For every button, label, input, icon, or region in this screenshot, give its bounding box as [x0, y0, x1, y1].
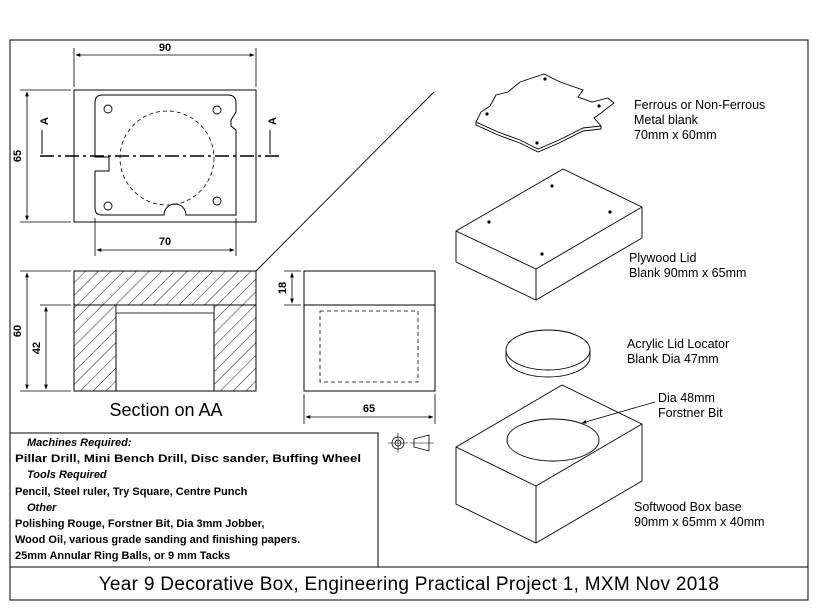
- side-view: 18 65: [277, 270, 436, 424]
- section-view: 60 42 Section on AA: [12, 270, 257, 420]
- part-label-line: Metal blank: [634, 113, 699, 127]
- part-label-line: Forstner Bit: [658, 406, 723, 420]
- forstner-hole-hidden: [119, 110, 215, 206]
- part-label-line: Ferrous or Non-Ferrous: [634, 98, 765, 112]
- leader-line: [581, 401, 656, 424]
- tack-hole: [103, 104, 113, 114]
- section-cavity: [115, 304, 215, 392]
- other-line: Wood Oil, various grade sanding and fini…: [15, 534, 300, 546]
- part-label-line: 70mm x 60mm: [634, 128, 717, 142]
- dim-plan-width: 90: [159, 42, 171, 54]
- forstner-recess: [506, 418, 600, 462]
- part-label-line: Blank 90mm x 65mm: [629, 266, 746, 280]
- dim-plan-height: 65: [12, 150, 24, 162]
- tools-list: Pencil, Steel ruler, Try Square, Centre …: [15, 486, 248, 498]
- materials-box: [9, 432, 379, 568]
- section-caption: Section on AA: [109, 400, 222, 420]
- dim-plan-inner-width: 70: [159, 236, 171, 248]
- tools-heading: Tools Required: [27, 469, 107, 481]
- plywood-lid-isometric: [455, 168, 643, 301]
- metal-blank-isometric: [475, 73, 615, 153]
- tack-hole: [103, 201, 113, 211]
- section-mark-left: A: [39, 117, 51, 125]
- other-line: Polishing Rouge, Forstner Bit, Dia 3mm J…: [15, 518, 264, 530]
- dim-lid-height: 18: [277, 282, 289, 294]
- third-angle-projection-symbol: [388, 433, 434, 453]
- part-label-line: Dia 48mm: [658, 391, 715, 405]
- part-label-line: Acrylic Lid Locator: [627, 337, 729, 351]
- drawing-border: [9, 39, 809, 601]
- part-label-line: 90mm x 65mm x 40mm: [634, 515, 765, 529]
- tack-hole: [212, 196, 222, 206]
- part-label-line: Plywood Lid: [629, 251, 696, 265]
- other-line: 25mm Annular Ring Balls, or 9 mm Tacks: [15, 550, 230, 562]
- section-lid-locator: [115, 304, 215, 314]
- materials-list: Machines Required: Pillar Drill, Mini Be…: [9, 432, 379, 568]
- machines-list: Pillar Drill, Mini Bench Drill, Disc san…: [15, 453, 361, 465]
- projection-line: [255, 91, 435, 272]
- dim-section-height: 60: [12, 325, 24, 337]
- title-block-text: Year 9 Decorative Box, Engineering Pract…: [99, 574, 720, 595]
- part-label-line: Blank Dia 47mm: [627, 352, 719, 366]
- metal-blank-outline: [94, 94, 237, 216]
- dim-side-width: 65: [363, 403, 375, 415]
- softwood-base-isometric: [455, 384, 656, 544]
- plan-view: A A 90 65 70: [12, 42, 282, 256]
- section-mark-right: A: [267, 117, 279, 125]
- other-heading: Other: [27, 502, 57, 514]
- machines-heading: Machines Required:: [27, 437, 132, 449]
- part-label-line: Softwood Box base: [634, 500, 742, 514]
- dim-cavity-depth: 42: [31, 342, 43, 354]
- acrylic-locator-isometric: [505, 329, 591, 378]
- tack-hole: [212, 105, 222, 115]
- side-cavity-hidden: [319, 310, 419, 383]
- side-outline: [303, 270, 436, 392]
